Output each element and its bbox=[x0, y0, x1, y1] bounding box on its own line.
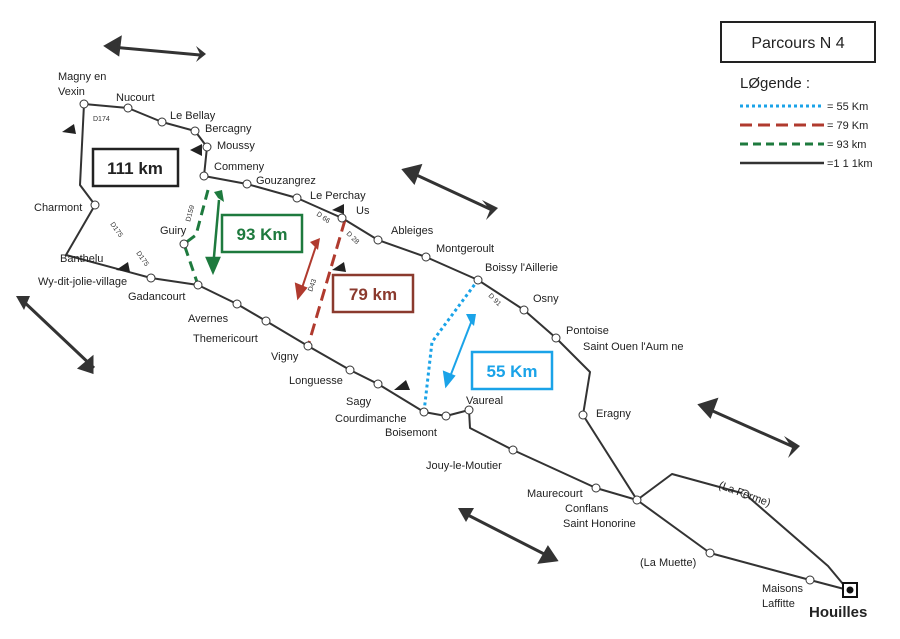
town-maurecourt: Maurecourt bbox=[527, 488, 583, 500]
box-93km-label: 93 Km bbox=[236, 225, 287, 244]
town-lamuette: (La Muette) bbox=[640, 557, 696, 569]
town-charmont: Charmont bbox=[34, 202, 82, 214]
road-d174: D174 bbox=[93, 116, 110, 123]
town-vigny: Vigny bbox=[271, 351, 299, 363]
direction-markers bbox=[62, 124, 410, 390]
town-commeny: Commeny bbox=[214, 161, 265, 173]
town-eragny: Eragny bbox=[596, 408, 631, 420]
box-111km bbox=[91, 147, 180, 188]
road-d43: D43 bbox=[307, 278, 318, 293]
town-wy: Wy-dit-jolie-village bbox=[38, 276, 127, 288]
route-93km-arrow bbox=[205, 190, 224, 276]
legend-item-93: = 93 km bbox=[827, 139, 866, 151]
title-box bbox=[720, 21, 876, 63]
town-conflans-2: Saint Honorine bbox=[563, 518, 636, 530]
town-sagy: Sagy bbox=[346, 396, 372, 408]
town-ableiges: Ableiges bbox=[391, 225, 434, 237]
legend-item-111: =1 1 1km bbox=[827, 158, 873, 170]
town-longuesse: Longuesse bbox=[289, 375, 343, 387]
box-111km-label: 111 km bbox=[107, 159, 163, 178]
town-avernes: Avernes bbox=[188, 313, 229, 325]
box-79km bbox=[331, 273, 415, 314]
town-markers bbox=[79, 99, 815, 585]
town-osny: Osny bbox=[533, 293, 559, 305]
route-55km-arrow bbox=[442, 314, 476, 389]
town-laferme: (La Ferme) bbox=[717, 480, 772, 510]
town-gouzangrez: Gouzangrez bbox=[256, 175, 316, 187]
town-maisons-2: Laffitte bbox=[762, 598, 795, 610]
town-montgeroult: Montgeroult bbox=[436, 243, 494, 255]
box-55km-label: 55 Km bbox=[486, 362, 537, 381]
town-guiry: Guiry bbox=[160, 225, 187, 237]
town-maisons-1: Maisons bbox=[762, 583, 803, 595]
box-55km bbox=[470, 350, 554, 391]
town-labels: Magny en Vexin Nucourt Le Bellay Bercagn… bbox=[34, 71, 867, 621]
road-d28: D 28 bbox=[345, 230, 360, 245]
town-jouy: Jouy-le-Moutier bbox=[426, 460, 502, 472]
route-93km bbox=[182, 189, 210, 286]
road-d175a: D175 bbox=[108, 221, 123, 239]
route-79km-arrow bbox=[294, 238, 320, 301]
arrow-bottom bbox=[458, 508, 559, 564]
arrow-right bbox=[697, 397, 800, 458]
town-boissy: Boissy l'Aillerie bbox=[485, 262, 558, 274]
town-bercagny: Bercagny bbox=[205, 123, 252, 135]
legend-item-79: = 79 Km bbox=[827, 120, 868, 132]
route-55km bbox=[422, 279, 480, 413]
legend-item-55: = 55 Km bbox=[827, 101, 868, 113]
town-magny-2: Vexin bbox=[58, 86, 85, 98]
box-79km-label: 79 km bbox=[349, 285, 397, 304]
town-banthelu: Banthelu bbox=[60, 253, 103, 265]
town-courdimanche: Courdimanche bbox=[335, 413, 407, 425]
town-leperchay: Le Perchay bbox=[310, 190, 366, 202]
town-themericourt: Themericourt bbox=[193, 333, 258, 345]
arrow-top-left bbox=[103, 35, 206, 62]
route-111km bbox=[65, 103, 849, 591]
town-us: Us bbox=[356, 205, 370, 217]
arrow-left bbox=[16, 296, 96, 375]
town-nucourt: Nucourt bbox=[116, 92, 155, 104]
town-lebellay: Le Bellay bbox=[170, 110, 216, 122]
box-93km bbox=[220, 213, 304, 254]
map-title: Parcours N 4 bbox=[751, 35, 844, 52]
town-moussy: Moussy bbox=[217, 140, 255, 152]
road-d159: D159 bbox=[185, 204, 196, 222]
direction-arrows bbox=[16, 35, 800, 564]
town-conflans-1: Conflans bbox=[565, 503, 609, 515]
legend: LØgende : = 55 Km = 79 Km = 93 km =1 1 1… bbox=[740, 75, 873, 170]
town-pontoise: Pontoise bbox=[566, 325, 609, 337]
town-boisemont: Boisemont bbox=[385, 427, 437, 439]
town-vaureal: Vaureal bbox=[466, 395, 503, 407]
route-79km bbox=[306, 219, 347, 347]
town-houilles: Houilles bbox=[809, 604, 867, 621]
arrow-upper-right bbox=[401, 163, 498, 220]
town-saintouen: Saint Ouen l'Aum ne bbox=[583, 341, 684, 353]
town-gadancourt: Gadancourt bbox=[128, 291, 185, 303]
town-magny-1: Magny en bbox=[58, 71, 106, 83]
legend-heading: LØgende : bbox=[740, 75, 810, 92]
road-d175b: D175 bbox=[134, 250, 149, 268]
